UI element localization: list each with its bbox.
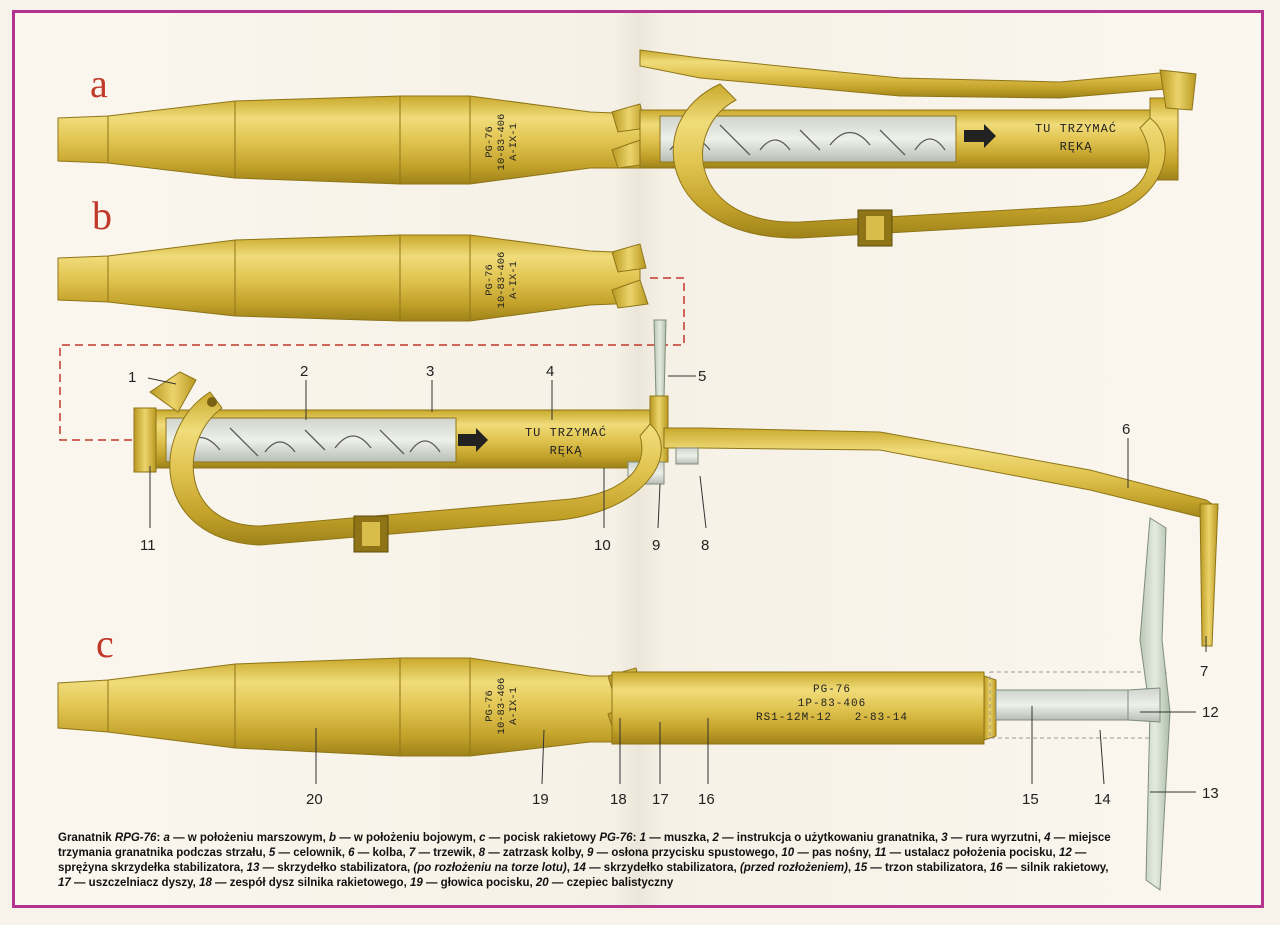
callout-lines <box>147 375 1207 793</box>
motor-marking: PG-76 1P-83-406 RS1-12M-12 2-83-14 <box>712 683 952 725</box>
callout-14: 14 <box>1094 791 1111 808</box>
warhead-marking-line: PG-76 <box>484 126 496 158</box>
callout-10: 10 <box>594 537 611 554</box>
callout-16: 16 <box>698 791 715 808</box>
warhead-marking-line: 10-83-406 <box>496 677 508 735</box>
callout-1: 1 <box>128 369 137 386</box>
callout-19: 19 <box>532 791 549 808</box>
warhead-marking-a: PG-76 10-83-406 A-IX-1 <box>484 102 536 182</box>
motor-marking-line: RS1-12M-12 2-83-14 <box>755 712 909 724</box>
callout-4: 4 <box>546 363 555 380</box>
hold-here-line: RĘKĄ <box>549 444 583 458</box>
callout-13: 13 <box>1202 785 1219 802</box>
callout-6: 6 <box>1122 421 1131 438</box>
callout-5: 5 <box>698 368 707 385</box>
hold-here-line: TU TRZYMAĆ <box>1034 122 1117 136</box>
warhead-marking-line: 10-83-406 <box>496 251 508 309</box>
launcher-combat-position <box>133 319 1219 647</box>
motor-marking-line: PG-76 <box>812 684 851 696</box>
hold-here-line: RĘKĄ <box>1059 140 1093 154</box>
hold-here-marking-a: TU TRZYMAĆ RĘKĄ <box>1006 120 1146 156</box>
callout-2: 2 <box>300 363 309 380</box>
hold-here-marking-b: TU TRZYMAĆ RĘKĄ <box>496 424 636 460</box>
callout-17: 17 <box>652 791 669 808</box>
warhead-marking-line: PG-76 <box>484 264 496 296</box>
warhead-marking-line: A-IX-1 <box>508 261 520 299</box>
callout-12: 12 <box>1202 704 1219 721</box>
callout-9: 9 <box>652 537 661 554</box>
callout-18: 18 <box>610 791 627 808</box>
hold-here-line: TU TRZYMAĆ <box>524 426 607 440</box>
callout-8: 8 <box>701 537 710 554</box>
projectile-pg76 <box>57 517 1171 891</box>
warhead-marking-line: A-IX-1 <box>508 123 520 161</box>
figure-caption: Granatnik RPG-76: a — w położeniu marszo… <box>58 832 1111 889</box>
callout-15: 15 <box>1022 791 1039 808</box>
warhead-marking-c: PG-76 10-83-406 A-IX-1 <box>484 666 536 746</box>
callout-7: 7 <box>1200 663 1209 680</box>
warhead-marking-line: A-IX-1 <box>508 687 520 725</box>
projectile-combat-position <box>57 234 685 441</box>
warhead-marking-line: PG-76 <box>484 690 496 722</box>
section-label-c: c <box>96 621 114 666</box>
warhead-marking-b: PG-76 10-83-406 A-IX-1 <box>484 240 536 320</box>
callout-20: 20 <box>306 791 323 808</box>
section-label-b: b <box>92 193 112 238</box>
callout-3: 3 <box>426 363 435 380</box>
warhead-marking-line: 10-83-406 <box>496 113 508 171</box>
motor-marking-line: 1P-83-406 <box>797 698 867 710</box>
section-label-a: a <box>90 61 108 106</box>
callout-11: 11 <box>140 537 156 554</box>
launcher-marching-position <box>57 49 1197 247</box>
